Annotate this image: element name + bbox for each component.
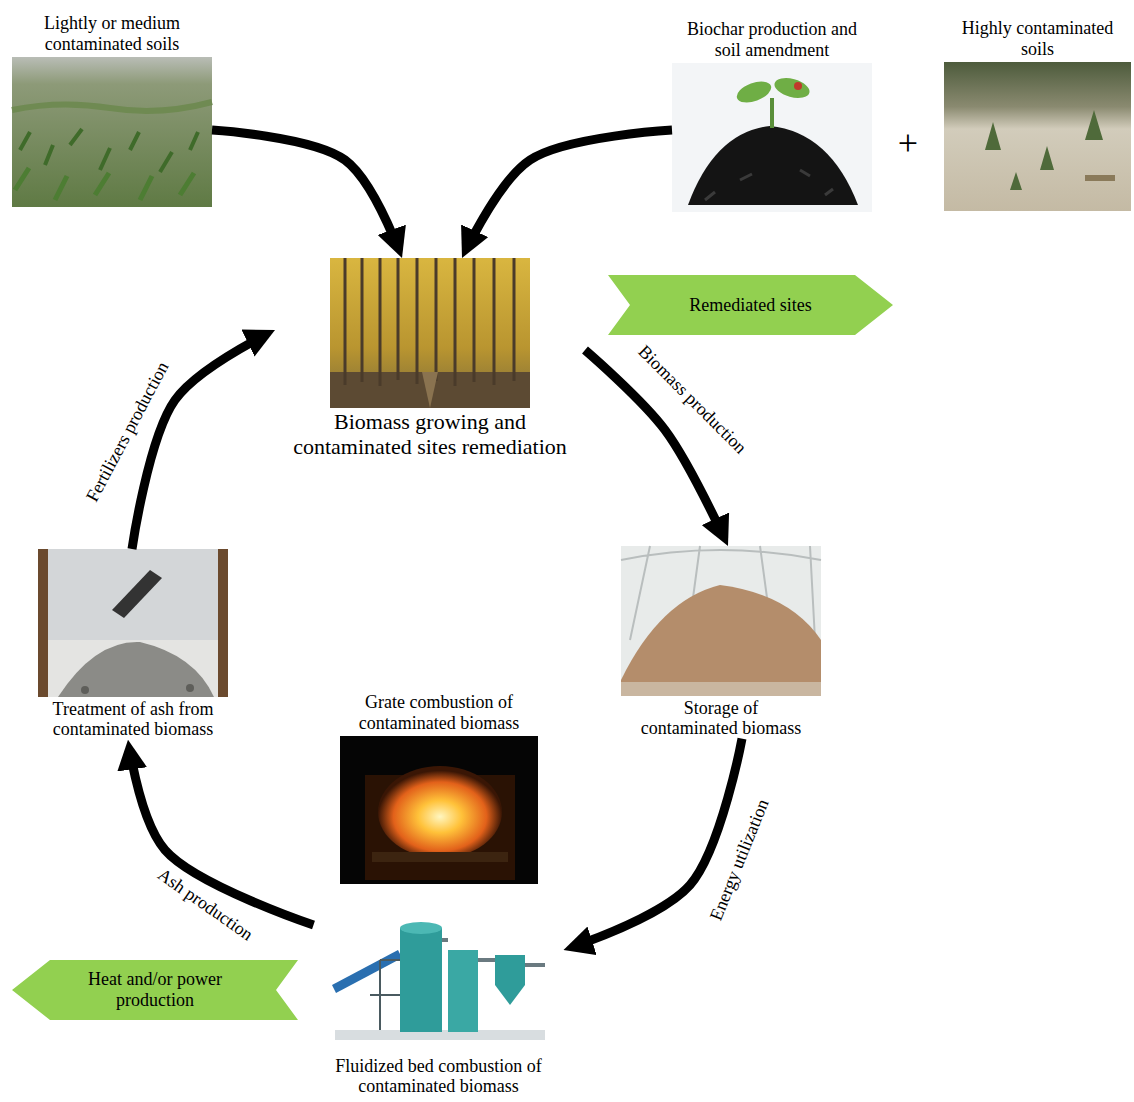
fluidized-bed-plant-photo-part <box>325 906 552 1054</box>
ash-treatment-photo-part <box>218 549 228 697</box>
photo-frame <box>672 63 872 212</box>
poplar-plantation-photo <box>330 258 530 408</box>
field-photo-part <box>15 168 194 200</box>
biochar-photo-part <box>672 63 872 212</box>
biochar-photo-part <box>688 126 858 205</box>
biochar-photo-part <box>734 77 774 106</box>
ash-treatment-photo-part <box>112 570 162 618</box>
photo-caption: Biochar production and soil amendment <box>687 19 857 60</box>
photo-caption: Lightly or medium contaminated soils <box>12 13 212 54</box>
poplar-plantation-photo-part <box>330 258 530 408</box>
ash-treatment-photo-part <box>38 549 228 697</box>
ash-treatment-photo-part <box>81 686 89 694</box>
banner-label: Remediated sites <box>689 295 811 316</box>
fluidized-bed-plant-photo <box>325 906 552 1054</box>
arrow-label: Biomass production <box>632 340 752 460</box>
poplar-plantation-photo-part <box>422 372 438 408</box>
ash-treatment-photo-part <box>48 640 218 697</box>
grate-furnace-photo-part <box>378 766 502 858</box>
fluidized-bed-plant-photo-part <box>400 922 442 934</box>
fluidized-bed-plant-photo-part <box>370 960 400 1030</box>
field-photo-part <box>12 102 212 111</box>
grate-furnace-photo-part <box>372 852 508 862</box>
photo-caption: Treatment of ash from contaminated bioma… <box>23 699 243 740</box>
output-banner: Heat and/or power production <box>12 960 298 1020</box>
biochar-photo <box>672 63 872 212</box>
ash-treatment-photo-part <box>186 684 194 692</box>
ash-photo-node: Treatment of ash from contaminated bioma… <box>23 549 243 740</box>
photo-caption: Highly contaminated soils <box>948 18 1128 59</box>
grate-furnace-photo-part <box>340 736 538 884</box>
curved-arrow <box>212 130 402 258</box>
photo-caption: Grate combustion of contaminated biomass <box>334 692 544 733</box>
photo-frame <box>340 736 538 884</box>
ash-treatment-photo <box>38 549 228 697</box>
contaminated-site-photo-part <box>944 62 1131 211</box>
photo-frame <box>944 62 1131 211</box>
biochar-photo-node: Biochar production and soil amendment <box>672 19 872 212</box>
contaminated-site-photo-part <box>1085 175 1115 181</box>
output-banner: Remediated sites <box>608 275 893 335</box>
soil-photo-node: Highly contaminated soils <box>944 18 1131 211</box>
storage-hall-photo-part <box>621 682 821 696</box>
photo-frame <box>325 906 552 1054</box>
fluidized-bed-plant-photo-part <box>442 940 545 965</box>
arrow-label: Ash production <box>151 863 259 947</box>
poplar-plantation-photo-part <box>330 372 530 408</box>
biochar-photo-part <box>794 82 802 90</box>
photo-frame <box>621 546 821 696</box>
biochar-photo-part <box>770 98 774 128</box>
fluidized-bed-plant-photo-part <box>495 955 525 1005</box>
plus-sign: + <box>898 125 918 161</box>
plant-photo-node: Fluidized bed combustion of contaminated… <box>314 906 564 1097</box>
biochar-photo-part <box>705 170 833 200</box>
photo-frame <box>12 57 212 207</box>
photo-frame <box>38 549 228 697</box>
field-photo-part <box>20 129 198 172</box>
banner-fill <box>12 960 298 1020</box>
storage-hall-photo-part <box>621 585 821 696</box>
storage-hall-photo-part <box>621 546 821 696</box>
fluidized-bed-plant-photo-part <box>332 950 402 993</box>
fluidized-bed-plant-photo-part <box>400 928 442 1032</box>
contaminated-site-photo <box>944 62 1131 211</box>
furnace-photo-node: Grate combustion of contaminated biomass <box>334 692 544 884</box>
ash-treatment-photo-part <box>58 642 214 697</box>
curved-arrow <box>128 740 314 925</box>
banner-label: Heat and/or power production <box>65 969 245 1010</box>
soil-photo-node: Lightly or medium contaminated soils <box>12 13 212 207</box>
arrow-label: Fertilizers production <box>81 356 174 508</box>
photo-frame <box>330 258 530 408</box>
fluidized-bed-plant-photo-part <box>448 950 478 1032</box>
biochar-photo-part <box>772 75 811 102</box>
field-photo <box>12 57 212 207</box>
grate-furnace-photo <box>340 736 538 884</box>
ash-treatment-photo-part <box>38 549 48 697</box>
plantation-photo-node: Biomass growing and contaminated sites r… <box>275 258 585 460</box>
banner-fill <box>608 275 893 335</box>
field-photo-part <box>12 57 212 207</box>
arrow-label: Energy utilization <box>706 794 775 927</box>
storage-hall-photo <box>621 546 821 696</box>
photo-caption: Fluidized bed combustion of contaminated… <box>314 1056 564 1097</box>
poplar-plantation-photo-part <box>345 258 514 386</box>
photo-caption: Biomass growing and contaminated sites r… <box>275 410 585 460</box>
curved-arrow <box>462 130 672 258</box>
storage-photo-node: Storage of contaminated biomass <box>621 546 821 739</box>
photo-caption: Storage of contaminated biomass <box>634 698 809 739</box>
